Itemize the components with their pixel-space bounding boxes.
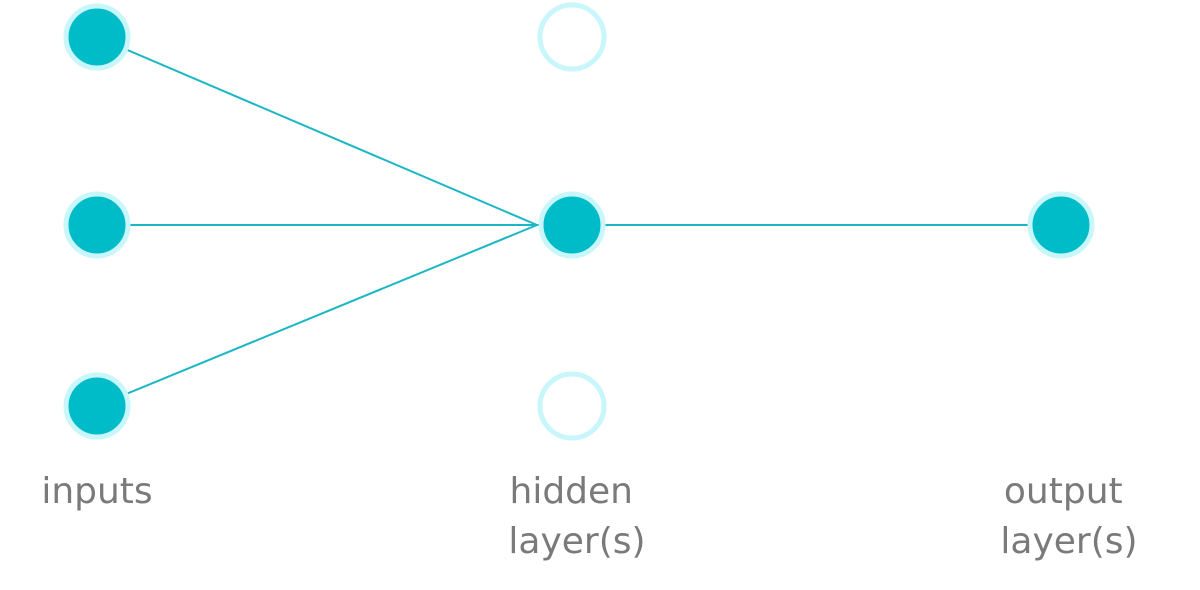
node-output-1 — [1027, 191, 1095, 259]
output-layer-label-line-2: layer(s) — [1000, 521, 1137, 562]
hidden-layer-label: hidden layer(s) — [508, 471, 645, 562]
output-layer-label-line-1: output — [1004, 471, 1123, 512]
inputs-label: inputs — [41, 471, 152, 512]
node-input-1 — [63, 3, 131, 71]
node-input-2 — [63, 191, 131, 259]
connection-input-1-to-hidden-2 — [96, 36, 538, 226]
output-layer-label: output layer(s) — [1000, 471, 1137, 562]
connection-input-3-to-hidden-2 — [96, 224, 538, 407]
hidden-layer-label-line-2: layer(s) — [508, 521, 645, 562]
nodes-group — [63, 2, 1095, 441]
inputs-label-line-1: inputs — [41, 471, 152, 512]
connections-group — [96, 36, 1061, 407]
empty-node-hidden-3 — [537, 371, 607, 441]
node-input-3 — [63, 372, 131, 440]
hidden-layer-label-line-1: hidden — [510, 471, 634, 512]
node-hidden-2 — [538, 191, 606, 259]
empty-node-hidden-1 — [537, 2, 607, 72]
